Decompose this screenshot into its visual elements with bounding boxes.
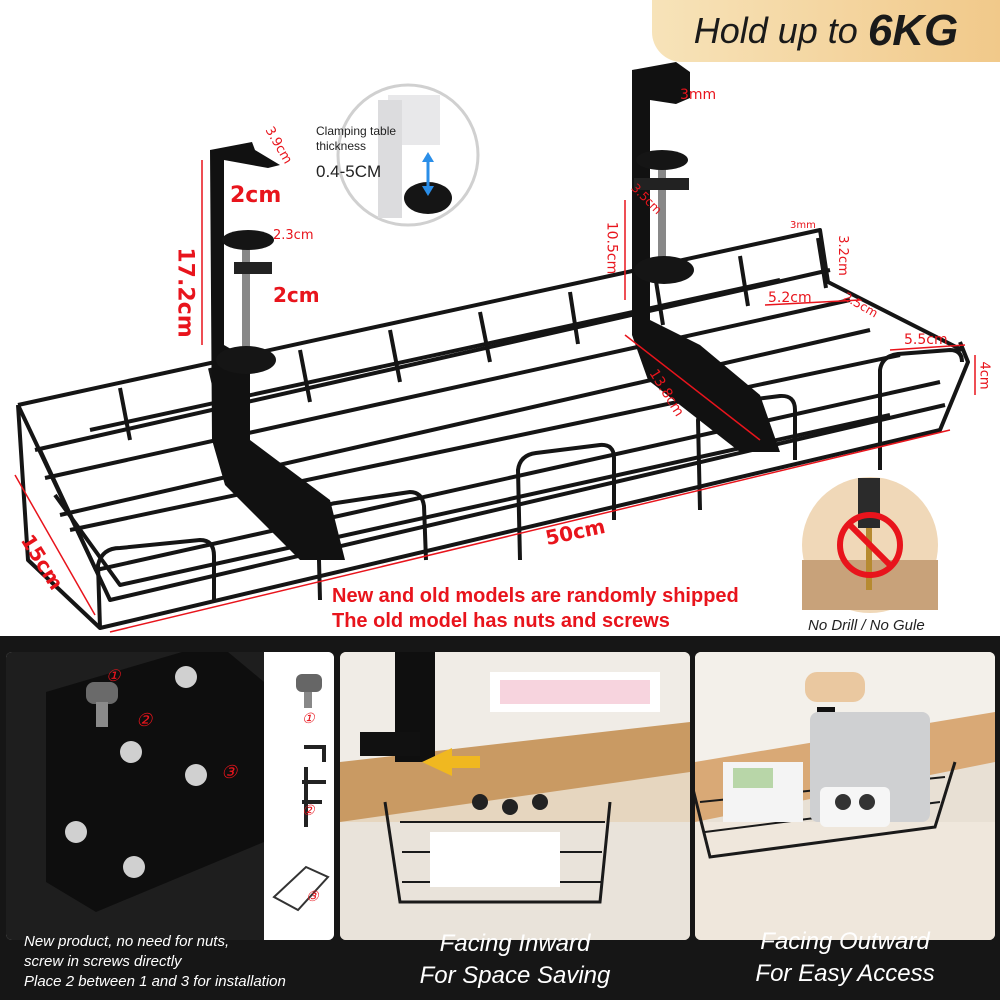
- facing-outward-panel: [695, 652, 995, 940]
- capacity-badge: Hold up to 6KG: [652, 0, 1000, 62]
- dim-5-2cm: 5.2cm: [768, 290, 812, 306]
- dim-5-5cm: 5.5cm: [904, 332, 948, 348]
- dim-10-5cm: 10.5cm: [603, 221, 620, 275]
- dim-3-2cm: 3.2cm: [834, 235, 850, 276]
- dim-4cm: 4cm: [976, 361, 992, 390]
- notice-line-1: New and old models are randomly shipped: [332, 585, 739, 607]
- dim-17-2cm: 17.2cm: [172, 247, 198, 338]
- install-caption-line-1: New product, no need for nuts,: [24, 933, 230, 950]
- cable-tray-illustration: [14, 62, 976, 633]
- marker-3: ③: [221, 762, 238, 782]
- outward-caption-title: Facing Outward: [760, 928, 930, 955]
- clamping-title: Clamping table thickness: [316, 124, 397, 153]
- right-clamp-bracket: [632, 62, 780, 452]
- outward-illustration: [695, 652, 995, 940]
- no-drill-illustration: [802, 477, 938, 613]
- dim-2cm-top: 2cm: [230, 183, 282, 208]
- dim-2cm-mid: 2cm: [273, 283, 320, 307]
- outward-caption-subtitle: For Easy Access: [755, 960, 935, 987]
- notice-line-2: The old model has nuts and screws: [332, 610, 670, 632]
- install-caption-line-3: Place 2 between 1 and 3 for installation: [24, 973, 286, 990]
- side-marker-2: ②: [302, 802, 315, 818]
- no-drill-label: No Drill / No Gule: [808, 617, 925, 634]
- dim-3mm-top: 3mm: [680, 87, 717, 103]
- capacity-value: 6KG: [867, 6, 959, 55]
- clamping-inset: [336, 83, 480, 227]
- side-marker-1: ①: [302, 710, 315, 726]
- installation-panel: ① ② ③ ① ② ③: [6, 652, 334, 940]
- dim-2-3cm: 2.3cm: [273, 228, 314, 243]
- inward-illustration: [340, 652, 690, 940]
- installation-illustration: [6, 652, 334, 940]
- inward-caption-subtitle: For Space Saving: [419, 962, 611, 989]
- install-caption-line-2: screw in screws directly: [24, 953, 182, 970]
- left-clamp-bracket: [210, 142, 345, 560]
- side-marker-3: ③: [306, 888, 319, 904]
- inward-caption-title: Facing Inward: [439, 930, 591, 957]
- marker-2: ②: [136, 710, 153, 730]
- facing-inward-panel: [340, 652, 690, 940]
- wire-tray: [16, 228, 970, 630]
- capacity-prefix: Hold up to: [693, 10, 858, 51]
- dim-3mm-right: 3mm: [790, 220, 816, 231]
- marker-1: ①: [106, 668, 121, 685]
- clamping-range: 0.4-5CM: [316, 162, 382, 181]
- dimension-lines: [14, 160, 976, 633]
- product-dimension-area: Hold up to 6KG: [14, 0, 1000, 634]
